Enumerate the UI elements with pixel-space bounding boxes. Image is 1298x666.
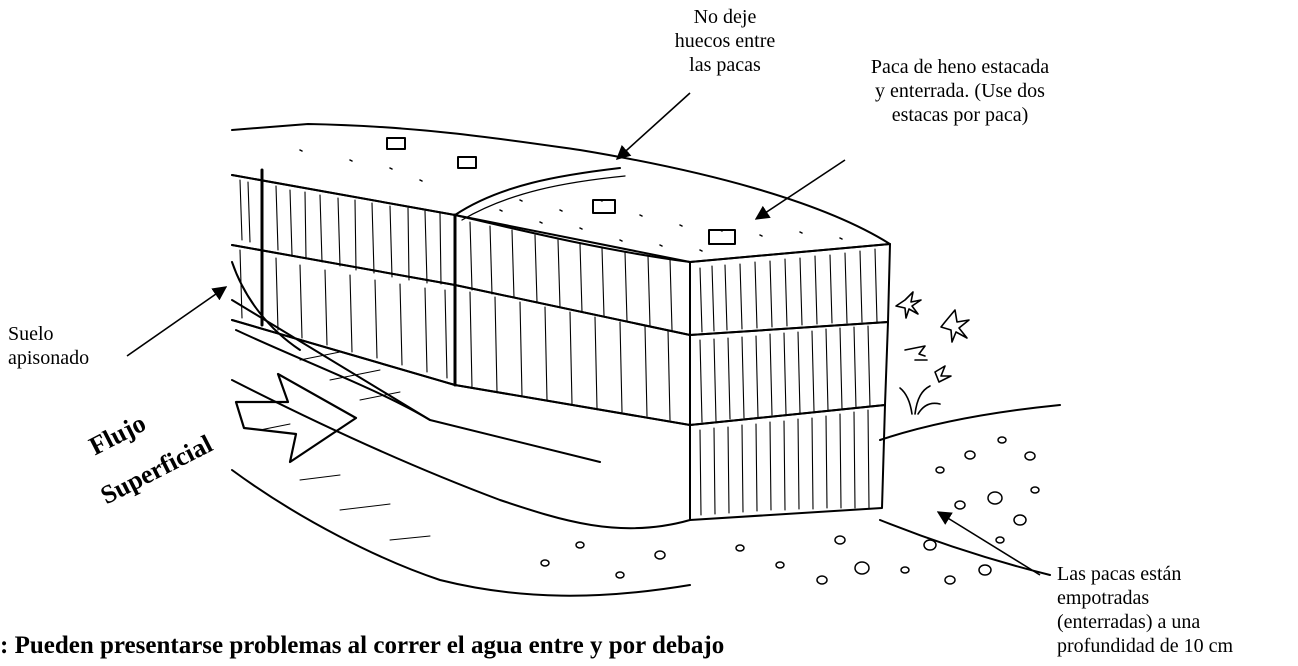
slope-line-2 [235,329,431,421]
label-staked-bale-line: Paca de heno estacada [870,56,1050,78]
caption: : Pueden presentarse problemas al correr… [0,632,725,659]
stake-icon [386,137,736,245]
leader-arrow-icon [126,92,1041,576]
bale-gap-seam-2 [461,175,626,221]
slope-line-1 [231,299,601,463]
channel-edge [231,379,691,530]
top-speckle [299,149,843,252]
label-no-gaps-line: huecos entre [674,30,776,52]
ground-bottom [231,469,691,597]
ground-right-lower [879,519,1051,576]
plant-icon [895,291,970,415]
ground-right [879,404,1061,441]
label-embedded-bales-line: (enterradas) a una [1057,611,1201,633]
label-staked-bale-line: estacas por paca) [891,104,1029,126]
label-compacted-soil: Suelo apisonado [8,322,89,370]
label-embedded-bales-line: profundidad de 10 cm [1057,635,1234,657]
ground-line [231,261,301,351]
bale-side-top [231,174,691,336]
straw-texture [239,179,878,516]
label-no-gaps-line: No deje [693,6,757,28]
bale-side-bottom [231,319,691,521]
flow-arrow-icon [234,372,358,464]
bale-top-face [231,123,891,263]
label-compacted-soil-line: apisonado [8,347,90,369]
label-embedded-bales-line: Las pacas están [1057,563,1182,585]
gravel-texture [540,436,1040,585]
label-staked-bale-line: y enterrada. (Use dos [875,80,1045,102]
bale-gap-seam [454,167,621,216]
bale-front-middle [689,321,889,426]
label-no-gaps-line: las pacas [689,54,761,76]
label-embedded-bales-line: empotradas [1057,587,1150,609]
bale-front-bottom [689,404,886,521]
label-compacted-soil-line: Suelo [8,323,54,345]
ground-hatch [259,351,431,541]
label-staked-bale: Paca de heno estacada y enterrada. (Use … [820,55,1100,127]
label-no-gaps: No deje huecos entre las pacas [660,5,790,77]
label-embedded-bales: Las pacas están empotradas (enterradas) … [1057,562,1233,658]
